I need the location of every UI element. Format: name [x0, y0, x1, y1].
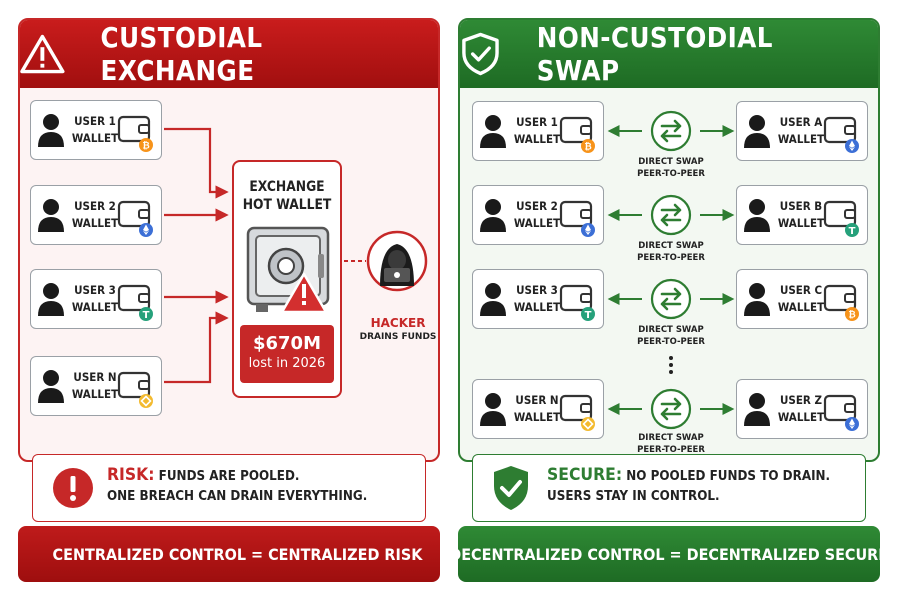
wallet-icon	[823, 394, 859, 431]
swap-icon	[650, 110, 692, 152]
user-icon	[480, 115, 506, 148]
svg-text:₿: ₿	[848, 310, 855, 321]
user-icon	[480, 283, 506, 316]
decentralized-footer: DECENTRALIZED CONTROL = DECENTRALIZED SE…	[450, 526, 900, 582]
hacker-caption: HACKER DRAINS FUNDS	[359, 316, 437, 342]
vault-safe-icon	[246, 226, 330, 314]
custodial-title: CUSTODIAL EXCHANGE	[100, 21, 263, 87]
user-icon	[744, 199, 770, 232]
hacker-icon	[366, 230, 428, 292]
user-icon	[744, 283, 770, 316]
custodial-header: CUSTODIAL EXCHANGE	[20, 20, 438, 88]
user-icon	[38, 199, 64, 232]
user-icon	[480, 199, 506, 232]
user-icon	[38, 283, 64, 316]
user-icon	[744, 393, 770, 426]
swap-arrows	[607, 125, 735, 415]
non-custodial-header: NON-CUSTODIAL SWAP	[460, 20, 878, 88]
user-icon	[744, 115, 770, 148]
svg-text:T: T	[849, 226, 856, 237]
wallet-icon	[117, 200, 153, 237]
svg-text:₿: ₿	[142, 141, 149, 152]
alert-circle-icon	[53, 468, 93, 508]
shield-check-icon	[494, 466, 528, 510]
swap-icon	[650, 388, 692, 430]
wallet-icon: T	[823, 200, 859, 237]
swap-icon	[650, 194, 692, 236]
svg-text:T: T	[143, 310, 150, 321]
wallet-icon	[823, 116, 859, 153]
wallet-icon: T	[559, 284, 595, 321]
user-icon	[38, 370, 64, 403]
shield-check-icon	[462, 32, 499, 76]
custodial-arrows	[164, 127, 366, 384]
loss-amount-badge: $670M lost in 2026	[240, 325, 334, 383]
user-icon	[38, 114, 64, 147]
warning-icon	[20, 34, 65, 74]
wallet-icon: ₿	[559, 116, 595, 153]
centralized-footer: CENTRALIZED CONTROL = CENTRALIZED RISK	[18, 526, 440, 582]
user-icon	[480, 393, 506, 426]
wallet-icon: T	[117, 284, 153, 321]
wallet-icon	[117, 371, 153, 408]
wallet-icon: ₿	[823, 284, 859, 321]
svg-text:T: T	[585, 310, 592, 321]
svg-text:₿: ₿	[584, 142, 591, 153]
non-custodial-title: NON-CUSTODIAL SWAP	[536, 21, 773, 87]
swap-icon	[650, 278, 692, 320]
wallet-icon: ₿	[117, 115, 153, 152]
wallet-icon	[559, 394, 595, 431]
wallet-icon	[559, 200, 595, 237]
